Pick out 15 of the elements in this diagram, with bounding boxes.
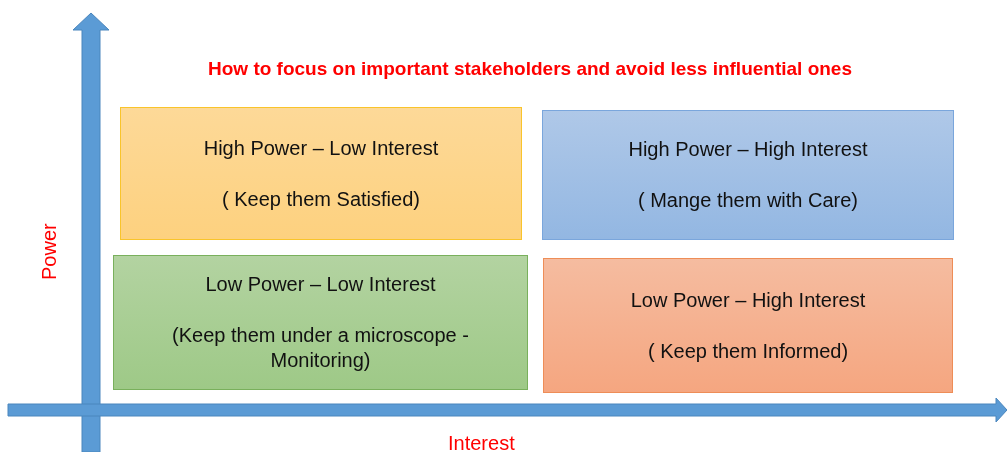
quadrant-box: [120, 107, 522, 240]
quadrant-description: ( Keep them Informed): [647, 338, 849, 364]
quadrant-box: [543, 258, 953, 393]
quadrant-heading: Low Power – Low Interest: [205, 272, 436, 297]
quadrant-heading: High Power – Low Interest: [203, 135, 439, 161]
quadrant-heading: High Power – High Interest: [628, 137, 868, 162]
quadrant-box: [542, 110, 954, 240]
y-axis-label: Power: [38, 223, 61, 280]
quadrant-description: (Keep them under a microscope - Monitoring): [171, 323, 470, 373]
quadrant-description: ( Keep them Satisfied): [222, 186, 420, 212]
quadrant-heading: Low Power – High Interest: [630, 287, 866, 313]
quadrant-box: [113, 255, 528, 390]
chart-title: How to focus on important stakeholders and avoid less influential ones: [207, 58, 853, 80]
x-axis-label: Interest: [448, 432, 515, 452]
quadrant-description: ( Mange them with Care): [637, 188, 859, 213]
